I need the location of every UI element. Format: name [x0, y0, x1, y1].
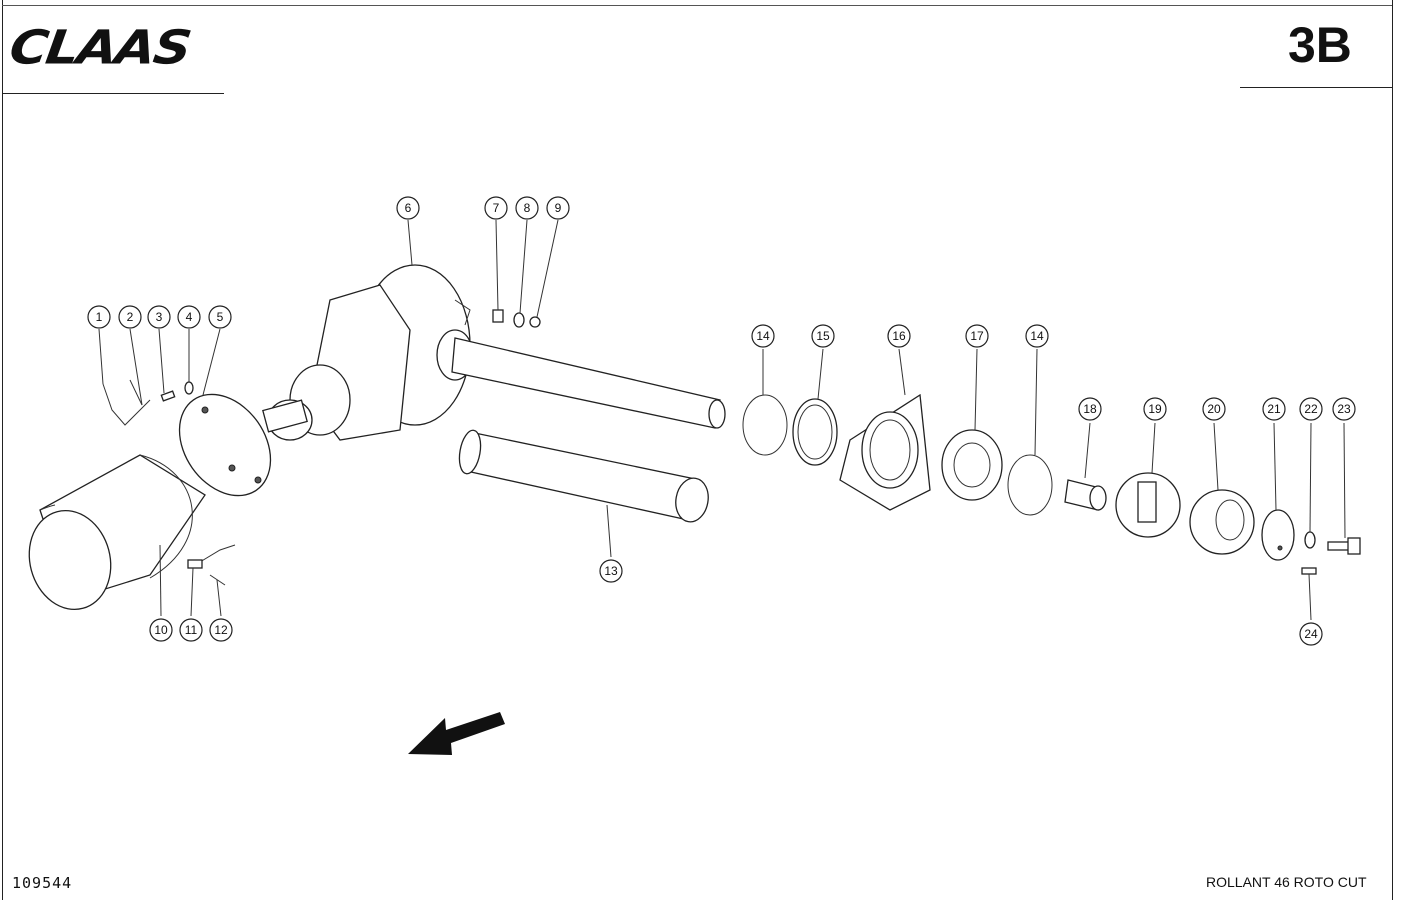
header-rule-left [2, 93, 224, 94]
part-6-gearbox-drawing [262, 264, 474, 441]
gearbox-output-shaft-drawing [451, 337, 726, 429]
svg-text:5: 5 [217, 310, 224, 324]
callout-11: 11 [179, 618, 203, 642]
svg-text:19: 19 [1148, 402, 1162, 416]
callout-18: 18 [1078, 397, 1102, 421]
callout-6: 6 [396, 196, 420, 220]
part-15-ring-drawing [792, 398, 838, 466]
callout-21: 21 [1262, 397, 1286, 421]
svg-text:15: 15 [816, 329, 830, 343]
callout-13: 13 [599, 559, 623, 583]
model-name: ROLLANT 46 ROTO CUT [1206, 874, 1367, 890]
callout-22: 22 [1299, 397, 1323, 421]
page-number: 3B [1288, 17, 1352, 73]
svg-text:11: 11 [185, 623, 198, 637]
part-21-cap-drawing [1261, 509, 1295, 561]
svg-text:21: 21 [1267, 402, 1281, 416]
callout-23: 23 [1332, 397, 1356, 421]
svg-text:9: 9 [555, 201, 562, 215]
callout-16: 16 [887, 324, 911, 348]
svg-text:2: 2 [127, 310, 134, 324]
callout-2: 2 [118, 305, 142, 329]
callout-15: 15 [811, 324, 835, 348]
frame-left-border [2, 0, 3, 900]
svg-text:6: 6 [405, 201, 412, 215]
callout-4: 4 [177, 305, 201, 329]
part-17-bearing-drawing [941, 429, 1003, 501]
svg-text:1: 1 [96, 310, 103, 324]
callout-7: 7 [484, 196, 508, 220]
part-16-bearing-housing-drawing [839, 393, 931, 511]
part-18-bushing-drawing [1064, 479, 1107, 511]
svg-text:14: 14 [756, 329, 770, 343]
callout-12: 12 [209, 618, 233, 642]
part-1-2-chain-drawing [102, 379, 151, 426]
part-14-circlip-left-drawing [742, 394, 788, 456]
leader-lines [98, 219, 1346, 621]
svg-text:23: 23 [1337, 402, 1351, 416]
svg-text:8: 8 [524, 201, 531, 215]
callout-14-right: 14 [1025, 324, 1049, 348]
svg-text:20: 20 [1207, 402, 1221, 416]
callout-24: 24 [1299, 622, 1323, 646]
svg-text:3: 3 [156, 310, 163, 324]
svg-text:17: 17 [970, 329, 984, 343]
svg-text:4: 4 [186, 310, 193, 324]
svg-text:24: 24 [1304, 627, 1318, 641]
part-11-12-clip-drawing [187, 544, 236, 586]
part-14-circlip-right-drawing [1007, 454, 1053, 516]
callout-3: 3 [147, 305, 171, 329]
svg-text:13: 13 [604, 564, 618, 578]
header-rule-right [1240, 87, 1392, 88]
callout-19: 19 [1143, 397, 1167, 421]
callout-14-left: 14 [751, 324, 775, 348]
svg-text:22: 22 [1304, 402, 1318, 416]
callout-10: 10 [149, 618, 173, 642]
callout-5: 5 [208, 305, 232, 329]
document-number: 109544 [12, 874, 73, 892]
callout-20: 20 [1202, 397, 1226, 421]
part-20-sprocket-drawing [1189, 489, 1255, 555]
part-5-flange-drawing [178, 393, 272, 497]
svg-text:16: 16 [892, 329, 906, 343]
svg-text:12: 12 [214, 623, 228, 637]
part-13-tube-drawing [458, 429, 709, 523]
callout-9: 9 [546, 196, 570, 220]
part-10-cover-drawing [28, 454, 206, 611]
part-19-sprocket-drawing [1115, 472, 1181, 538]
part-23-bolt-drawing [1327, 537, 1361, 555]
svg-text:10: 10 [154, 623, 168, 637]
part-3-4-screw-washer-drawing [160, 381, 194, 402]
callout-17: 17 [965, 324, 989, 348]
svg-text:7: 7 [493, 201, 500, 215]
callout-8: 8 [515, 196, 539, 220]
direction-arrow-icon [408, 712, 505, 755]
svg-text:18: 18 [1083, 402, 1097, 416]
part-22-washer-drawing [1304, 531, 1316, 549]
frame-right-border [1392, 0, 1393, 900]
frame-top-border [2, 5, 1392, 6]
part-7-8-9-fasteners-drawing [492, 309, 541, 328]
svg-text:14: 14 [1030, 329, 1044, 343]
part-24-grease-nipple-drawing [1301, 567, 1317, 575]
callout-1: 1 [87, 305, 111, 329]
